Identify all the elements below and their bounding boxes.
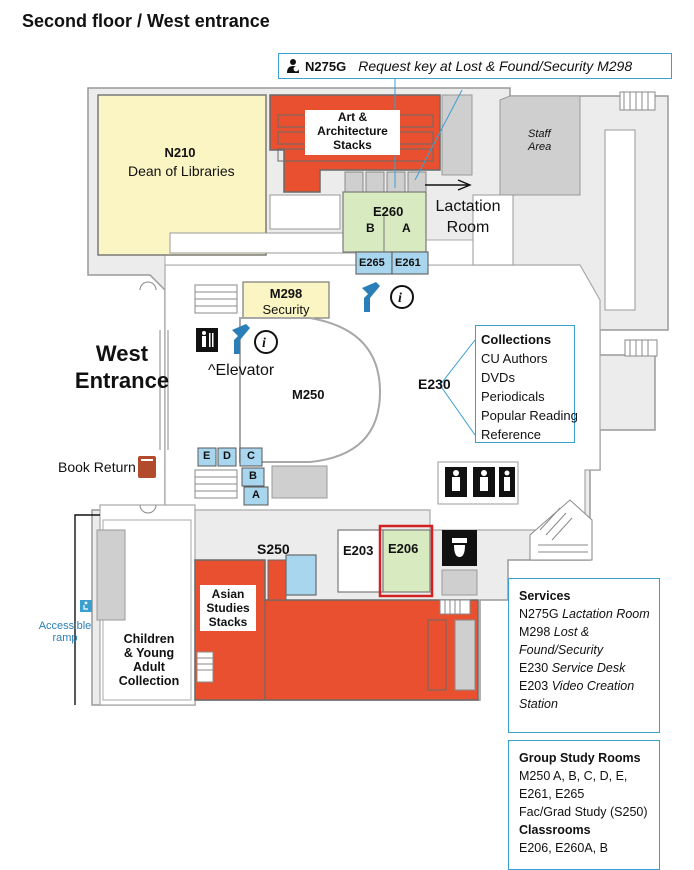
stairs-icon — [196, 599, 471, 683]
stairs-icon — [529, 499, 593, 561]
collection-item: CU Authors — [481, 351, 548, 366]
label-book-return: Book Return — [58, 459, 136, 475]
stairs-icon — [619, 91, 658, 357]
gray-col-mid — [472, 194, 514, 266]
gray-block-booth — [271, 465, 328, 499]
label-e260-a: A — [402, 221, 411, 235]
label-elevator: ^Elevator — [208, 362, 275, 379]
collection-item: Popular Reading — [481, 408, 578, 423]
book-return-icon — [138, 456, 156, 478]
label-booth-d: D — [223, 450, 231, 462]
floor-plan: ii — [74, 78, 669, 706]
label-e203: E203 — [343, 543, 374, 558]
service-item: Station — [519, 697, 558, 711]
key-notice: N275G Request key at Lost & Found/Securi… — [278, 53, 672, 79]
page-title: Second floor / West entrance — [22, 11, 270, 31]
label-e206: E206 — [388, 541, 419, 556]
gray-col-right — [604, 129, 636, 311]
group-study-line: E261, E265 — [519, 787, 585, 801]
accessible-ramp-path — [74, 514, 100, 705]
service-item: M298 Lost & — [519, 625, 590, 639]
group-study-line: M250 A, B, C, D, E, — [519, 769, 628, 783]
svg-text:i: i — [398, 291, 402, 306]
group-study-panel: Group Study Rooms M250 A, B, C, D, E, E2… — [508, 740, 660, 870]
label-booth-c: C — [247, 450, 255, 462]
label-e230: E230 — [418, 376, 451, 392]
room-m250 — [239, 317, 382, 463]
label-s250: S250 — [257, 541, 290, 557]
shelf-e — [427, 619, 447, 691]
services-panel: Services N275G Lactation Room M298 Lost … — [508, 578, 660, 733]
e206-highlight — [378, 524, 434, 598]
room-e261 — [391, 251, 429, 275]
nursing-icon — [287, 59, 299, 73]
classrooms-heading: Classrooms — [519, 823, 591, 837]
gray-block-art — [441, 94, 473, 176]
label-e261: E261 — [395, 257, 421, 269]
service-item: E230 Service Desk — [519, 661, 626, 675]
key-notice-text: Request key at Lost & Found/Security M29… — [358, 58, 633, 74]
classrooms-line: E206, E260A, B — [519, 841, 608, 855]
room-m298 — [242, 281, 330, 319]
collections-panel: Collections CU Authors DVDs Periodicals … — [475, 325, 578, 443]
room-e203 — [337, 529, 384, 593]
service-item: Found/Security — [519, 643, 604, 657]
room-staff-area — [499, 95, 581, 196]
label-m298-name: Security — [262, 302, 310, 317]
storage-cells — [344, 171, 427, 193]
study-booths — [197, 447, 269, 506]
room-asian-stacks — [194, 559, 479, 701]
group-study-line: Fac/Grad Study (S250) — [519, 805, 648, 819]
group-study-heading: Group Study Rooms — [519, 751, 641, 765]
gray-block-n — [269, 194, 341, 230]
key-notice-room: N275G — [305, 58, 347, 74]
label-m298-number: M298 — [269, 286, 303, 301]
label-booth-a: A — [252, 489, 260, 501]
service-item: N275G Lactation Room — [519, 607, 650, 621]
label-e260: E260 — [373, 204, 404, 219]
label-n210-number: N210 — [164, 145, 196, 160]
services-heading: Services — [519, 589, 571, 603]
label-e265: E265 — [359, 257, 385, 269]
gray-col-children — [96, 529, 126, 621]
label-e260-b: B — [366, 221, 375, 235]
collection-item: DVDs — [481, 370, 515, 385]
wheelchair-icon — [80, 600, 92, 612]
entrance-doors — [139, 281, 169, 514]
stairs-icon — [194, 284, 238, 499]
gray-block-asian — [454, 619, 476, 691]
info-icon — [254, 285, 414, 354]
label-booth-e: E — [203, 450, 211, 462]
room-s250 — [285, 554, 317, 596]
gray-block-se — [441, 569, 478, 596]
elevator-icon — [196, 328, 218, 352]
collections-heading: Collections — [481, 332, 552, 347]
label-n210-name: Dean of Libraries — [128, 163, 235, 179]
label-m250: M250 — [292, 387, 325, 402]
room-e206 — [382, 529, 431, 593]
svg-text:i: i — [262, 336, 266, 351]
room-n210 — [97, 94, 267, 256]
label-booth-b: B — [249, 470, 257, 482]
kiosk-icon — [232, 282, 380, 354]
collection-item: Periodicals — [481, 389, 545, 404]
collection-item: Reference — [481, 427, 541, 442]
service-item: E203 Video Creation — [519, 679, 635, 693]
